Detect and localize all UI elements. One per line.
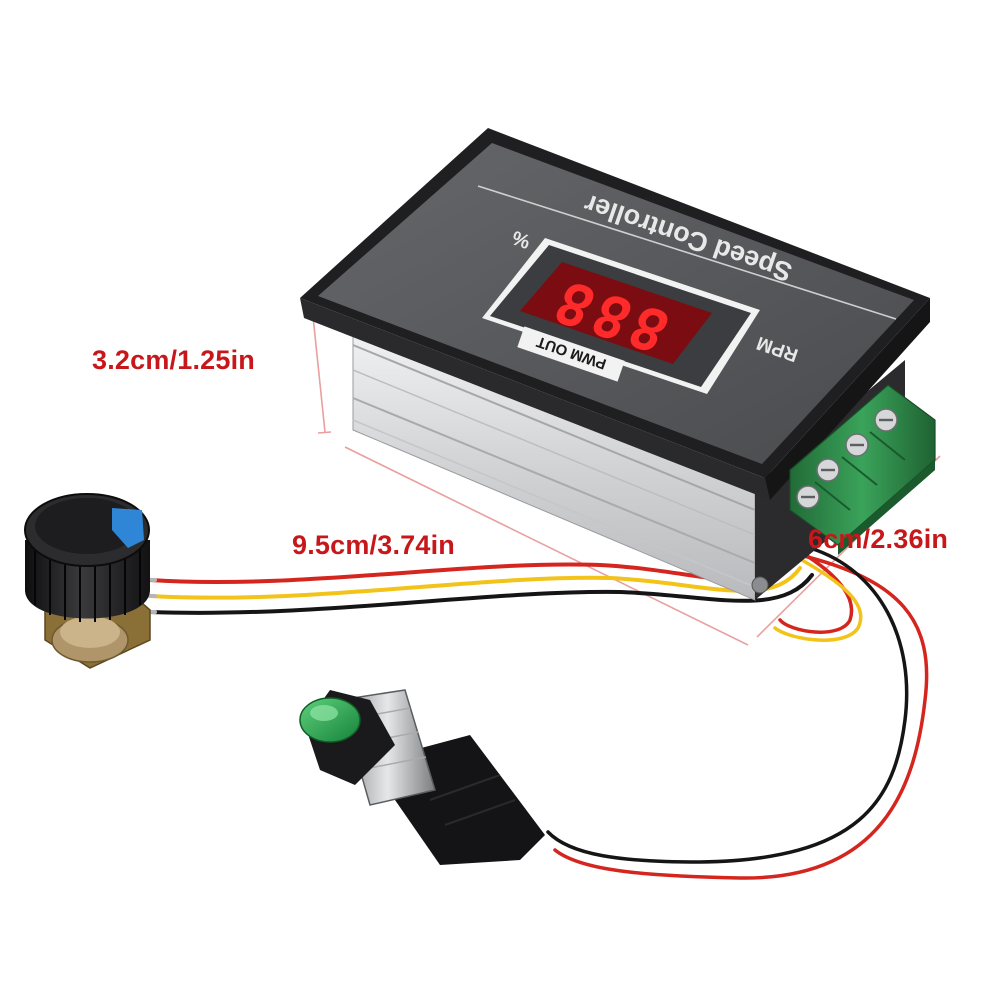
knob-indicator-marker (112, 508, 144, 548)
terminal-block (789, 384, 936, 555)
led-display (482, 238, 760, 394)
switch-wires (546, 546, 929, 880)
push-button-switch (299, 689, 545, 865)
terminal-screw-4 (796, 485, 820, 509)
potentiometer-knob (24, 493, 157, 669)
height-dimension-label: 3.2cm/1.25in (92, 345, 256, 375)
terminal-screw-1 (874, 408, 898, 432)
led-window (520, 262, 712, 364)
terminal-screw-2 (845, 433, 869, 457)
width-dimension-label: 6cm/2.36in (808, 524, 949, 554)
terminal-screw-3 (816, 458, 840, 482)
speed-controller-unit: 888 PWM OUT Speed Controller % RPM (300, 128, 936, 601)
length-dimension-label: 9.5cm/3.74in (292, 530, 456, 560)
length-dimension-line (344, 446, 749, 646)
pwm-out-tag (517, 326, 625, 382)
